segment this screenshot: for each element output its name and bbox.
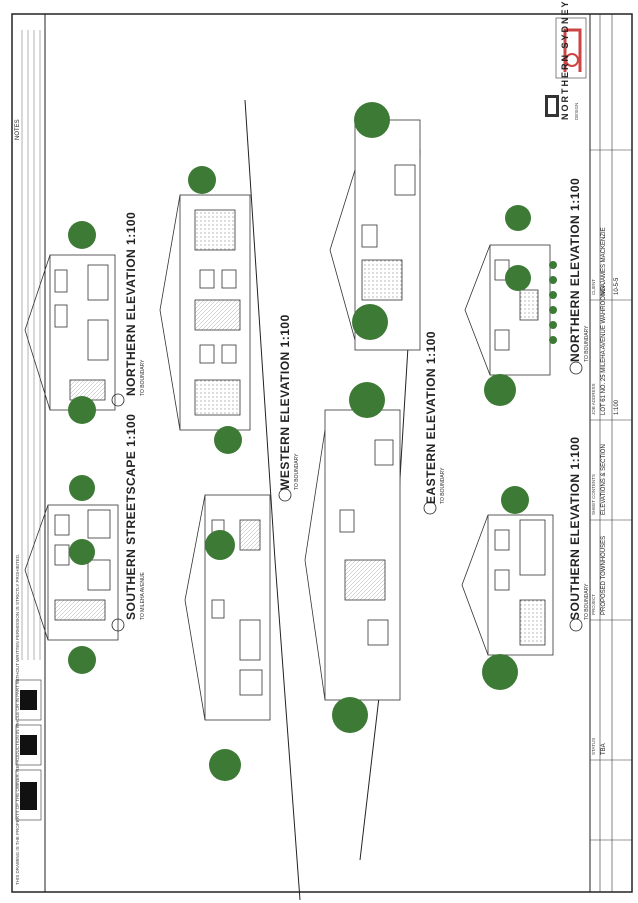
tree-icon (68, 646, 96, 674)
western-elevation-sub: TO BOUNDARY (294, 453, 300, 491)
title-block (590, 14, 632, 892)
hedge-icon (549, 261, 557, 344)
job-address: LOT 61 NO. 25 MILEHA AVENUE WAHROONGA (601, 283, 607, 415)
view-marker-icons (111, 361, 583, 632)
tree-icon (505, 205, 531, 231)
project-name: PROPOSED TOWNHOUSES (601, 535, 607, 615)
tree-icon (69, 539, 95, 565)
tree-icon (68, 396, 96, 424)
northern-elevation-b-title: NORTHERN ELEVATION 1:100 (568, 177, 582, 362)
scale-note: 1:100 (614, 399, 620, 415)
northern-elevation-b-drawing (464, 244, 551, 376)
northern-elevation-a-sub: TO BOUNDARY (140, 359, 146, 397)
western-elevation-title: WESTERN ELEVATION 1:100 (278, 314, 292, 490)
sheet-border (11, 13, 633, 893)
tree-icon (69, 475, 95, 501)
tree-icon (332, 697, 368, 733)
tree-icon (501, 486, 529, 514)
brand-top: DESIGN (574, 102, 579, 120)
tree-icon (354, 102, 390, 138)
western-elevation-drawing (159, 194, 271, 721)
tree-icon (188, 166, 216, 194)
northern-elevation-a-title: NORTHERN ELEVATION 1:100 (124, 211, 138, 396)
status-label: STATUS (591, 737, 596, 755)
sheet-label: SHEET CONTENTS (591, 474, 596, 515)
tree-icon (209, 749, 241, 781)
southern-elevation-drawing (461, 514, 554, 656)
status-value: TBA (601, 743, 607, 755)
tree-icon (352, 304, 388, 340)
sheet-contents: ELEVATIONS & SECTION (601, 444, 607, 515)
brand-name: NORTHERN SYDNEY (560, 0, 570, 120)
copyright-note: THIS DRAWING IS THE PROPERTY OF THE OWNE… (15, 553, 20, 885)
eastern-elevation-title: EASTERN ELEVATION 1:100 (424, 330, 438, 504)
eastern-elevation-sub: TO BOUNDARY (440, 467, 446, 505)
client-label: CLIENT (591, 278, 596, 295)
tree-icon (349, 382, 385, 418)
northern-elevation-a-drawing (24, 254, 116, 411)
southern-streetscape-sub: TO MILEHA AVENUE (140, 572, 146, 620)
southern-elevation-title: SOUTHERN ELEVATION 1:100 (568, 436, 582, 620)
drawing-number: 10-5-5 (614, 277, 620, 295)
tree-icon (214, 426, 242, 454)
tree-icon (205, 530, 235, 560)
notes-strip (15, 30, 42, 821)
tree-icon (484, 374, 516, 406)
tree-icon (505, 265, 531, 291)
tree-icon (482, 654, 518, 690)
southern-streetscape-drawing (24, 504, 119, 641)
southern-streetscape-title: SOUTHERN STREETSCAPE 1:100 (124, 413, 138, 620)
northern-elevation-b-sub: TO BOUNDARY (584, 325, 590, 363)
southern-elevation-sub: TO BOUNDARY (584, 583, 590, 621)
project-label: PROJECT (591, 593, 596, 615)
company-logo (545, 17, 587, 117)
tree-icon (68, 221, 96, 249)
notes-heading: NOTES (15, 119, 21, 140)
address-label: JOB ADDRESS (591, 383, 596, 415)
